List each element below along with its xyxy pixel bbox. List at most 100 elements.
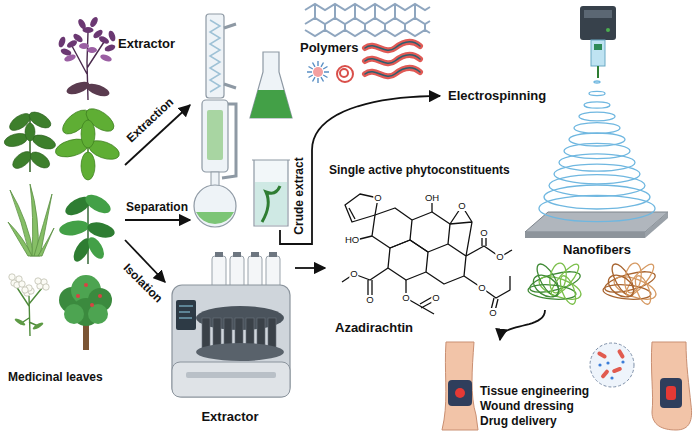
polymer-micelle [307,61,353,83]
extraction-machine [179,306,193,318]
yarrow-flowers [16,286,42,336]
atom-label: O [457,201,466,211]
brown-nanofibers [602,261,658,306]
extraction-machine [248,256,262,288]
extraction-machine [172,362,290,397]
node-label: Extractor [165,409,295,424]
leg-dressing [448,380,472,406]
leg-dressing [442,342,478,430]
molecule-bonds [466,236,512,257]
soxhlet-apparatus [206,14,224,98]
yarrow-flowers [32,321,44,330]
extraction-machine [269,252,277,257]
fiber-jet [584,102,610,108]
yarrow-flowers [43,284,49,290]
green-nanofibers [527,261,583,306]
flow-arrow [295,267,325,269]
extraction-machine [266,256,280,288]
bacteria-view [617,349,625,360]
bacteria-view [600,369,609,379]
atom-label: O [349,269,358,279]
polymer-micelle [313,67,323,77]
neem-tree [76,283,102,307]
polymer-mesh [305,18,430,24]
molecule-structure: Single active phytoconstituentsAzadirach… [325,160,515,335]
leg-dressing [455,388,465,398]
foot-dressing [651,342,691,430]
atom-label: O [365,295,374,305]
extraction-machine [251,252,259,257]
soxhlet-apparatus [222,104,236,178]
tea-leaves [58,219,90,238]
leg-dressing [442,342,478,430]
connector-group [125,96,545,340]
atom-label: HO [344,235,360,245]
mint-leaves [3,109,57,172]
fiber-jet [594,81,600,83]
extraction-machine [268,318,276,350]
polymer-chains [365,42,420,77]
atom-label: OH [424,193,440,203]
purple-herb [77,18,88,31]
extraction-machine [202,318,210,350]
fiber-jet [544,185,650,209]
broad-leaves [54,104,122,180]
neem-tree [64,304,84,324]
purple-herb [57,16,116,100]
application-panel: Tissue engineeringWound dressingDrug del… [438,340,696,432]
neem-tree [90,303,94,307]
yarrow-flowers [19,281,25,287]
mint-leaves [28,149,53,171]
tea-leaves [58,191,116,264]
polymer-chains [365,55,420,64]
polymer-mesh [315,4,425,30]
flow-arrow [500,310,545,340]
syringe-pump [580,6,616,78]
atom-label: O [495,252,504,262]
node-label: Single active phytoconstituents [329,163,510,178]
extraction-machine [172,252,290,397]
purple-herb [107,30,116,42]
molecule-bonds [342,194,512,314]
aloe-plant [8,184,54,256]
yarrow-flowers [22,287,28,293]
atom-label: O [479,228,488,238]
beaker [255,182,287,225]
mint-leaves [3,109,57,172]
broad-leaves [54,104,122,180]
tea-leaves [87,200,88,264]
node-label: Electrospinning [448,88,546,103]
foot-dressing [660,378,682,408]
soxhlet-apparatus [210,20,220,92]
extraction-machine [215,252,277,257]
syringe-pump [580,6,616,40]
neem-tree [76,294,80,298]
purple-herb [79,43,89,49]
purple-herb [89,16,100,29]
neem-tree [59,275,112,350]
soxhlet-apparatus [207,110,223,160]
green-nanofibers [557,274,579,306]
flow-arrow [125,219,190,221]
aloe-plant [8,222,32,256]
purple-herb [92,28,104,40]
soxhlet-apparatus [196,212,234,224]
molecule-bonds [426,244,466,284]
bacteria-view [610,376,613,379]
bacteria-view [590,343,634,387]
bacteria-view [597,349,626,379]
purple-herb [57,16,116,57]
molecule-bonds [349,208,355,219]
fiber-jet [559,154,635,171]
syringe-pump [597,66,599,78]
polymer-group: Polymers [295,3,432,88]
purple-herb [85,81,111,99]
soxhlet-apparatus [211,172,219,186]
tea-leaves [82,191,113,217]
conical-flask [250,90,292,118]
syringe-pump [594,44,602,50]
